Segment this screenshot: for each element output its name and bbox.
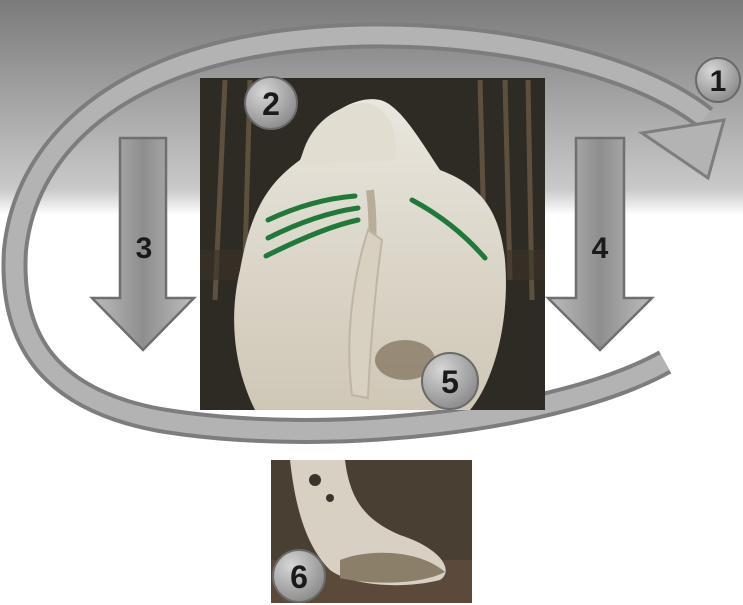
badge-6: 6	[273, 550, 325, 602]
badge-2-label: 2	[262, 86, 280, 122]
badge-1: 1	[696, 58, 740, 102]
arrow-4-label: 4	[592, 232, 609, 265]
badge-5-label: 5	[441, 364, 459, 400]
badge-1-label: 1	[710, 65, 727, 98]
badge-2: 2	[245, 77, 297, 129]
badge-5: 5	[422, 353, 478, 409]
badge-6-label: 6	[290, 559, 308, 595]
arrow-3-label: 3	[136, 232, 153, 265]
cow-rear-view-photo	[200, 78, 545, 410]
